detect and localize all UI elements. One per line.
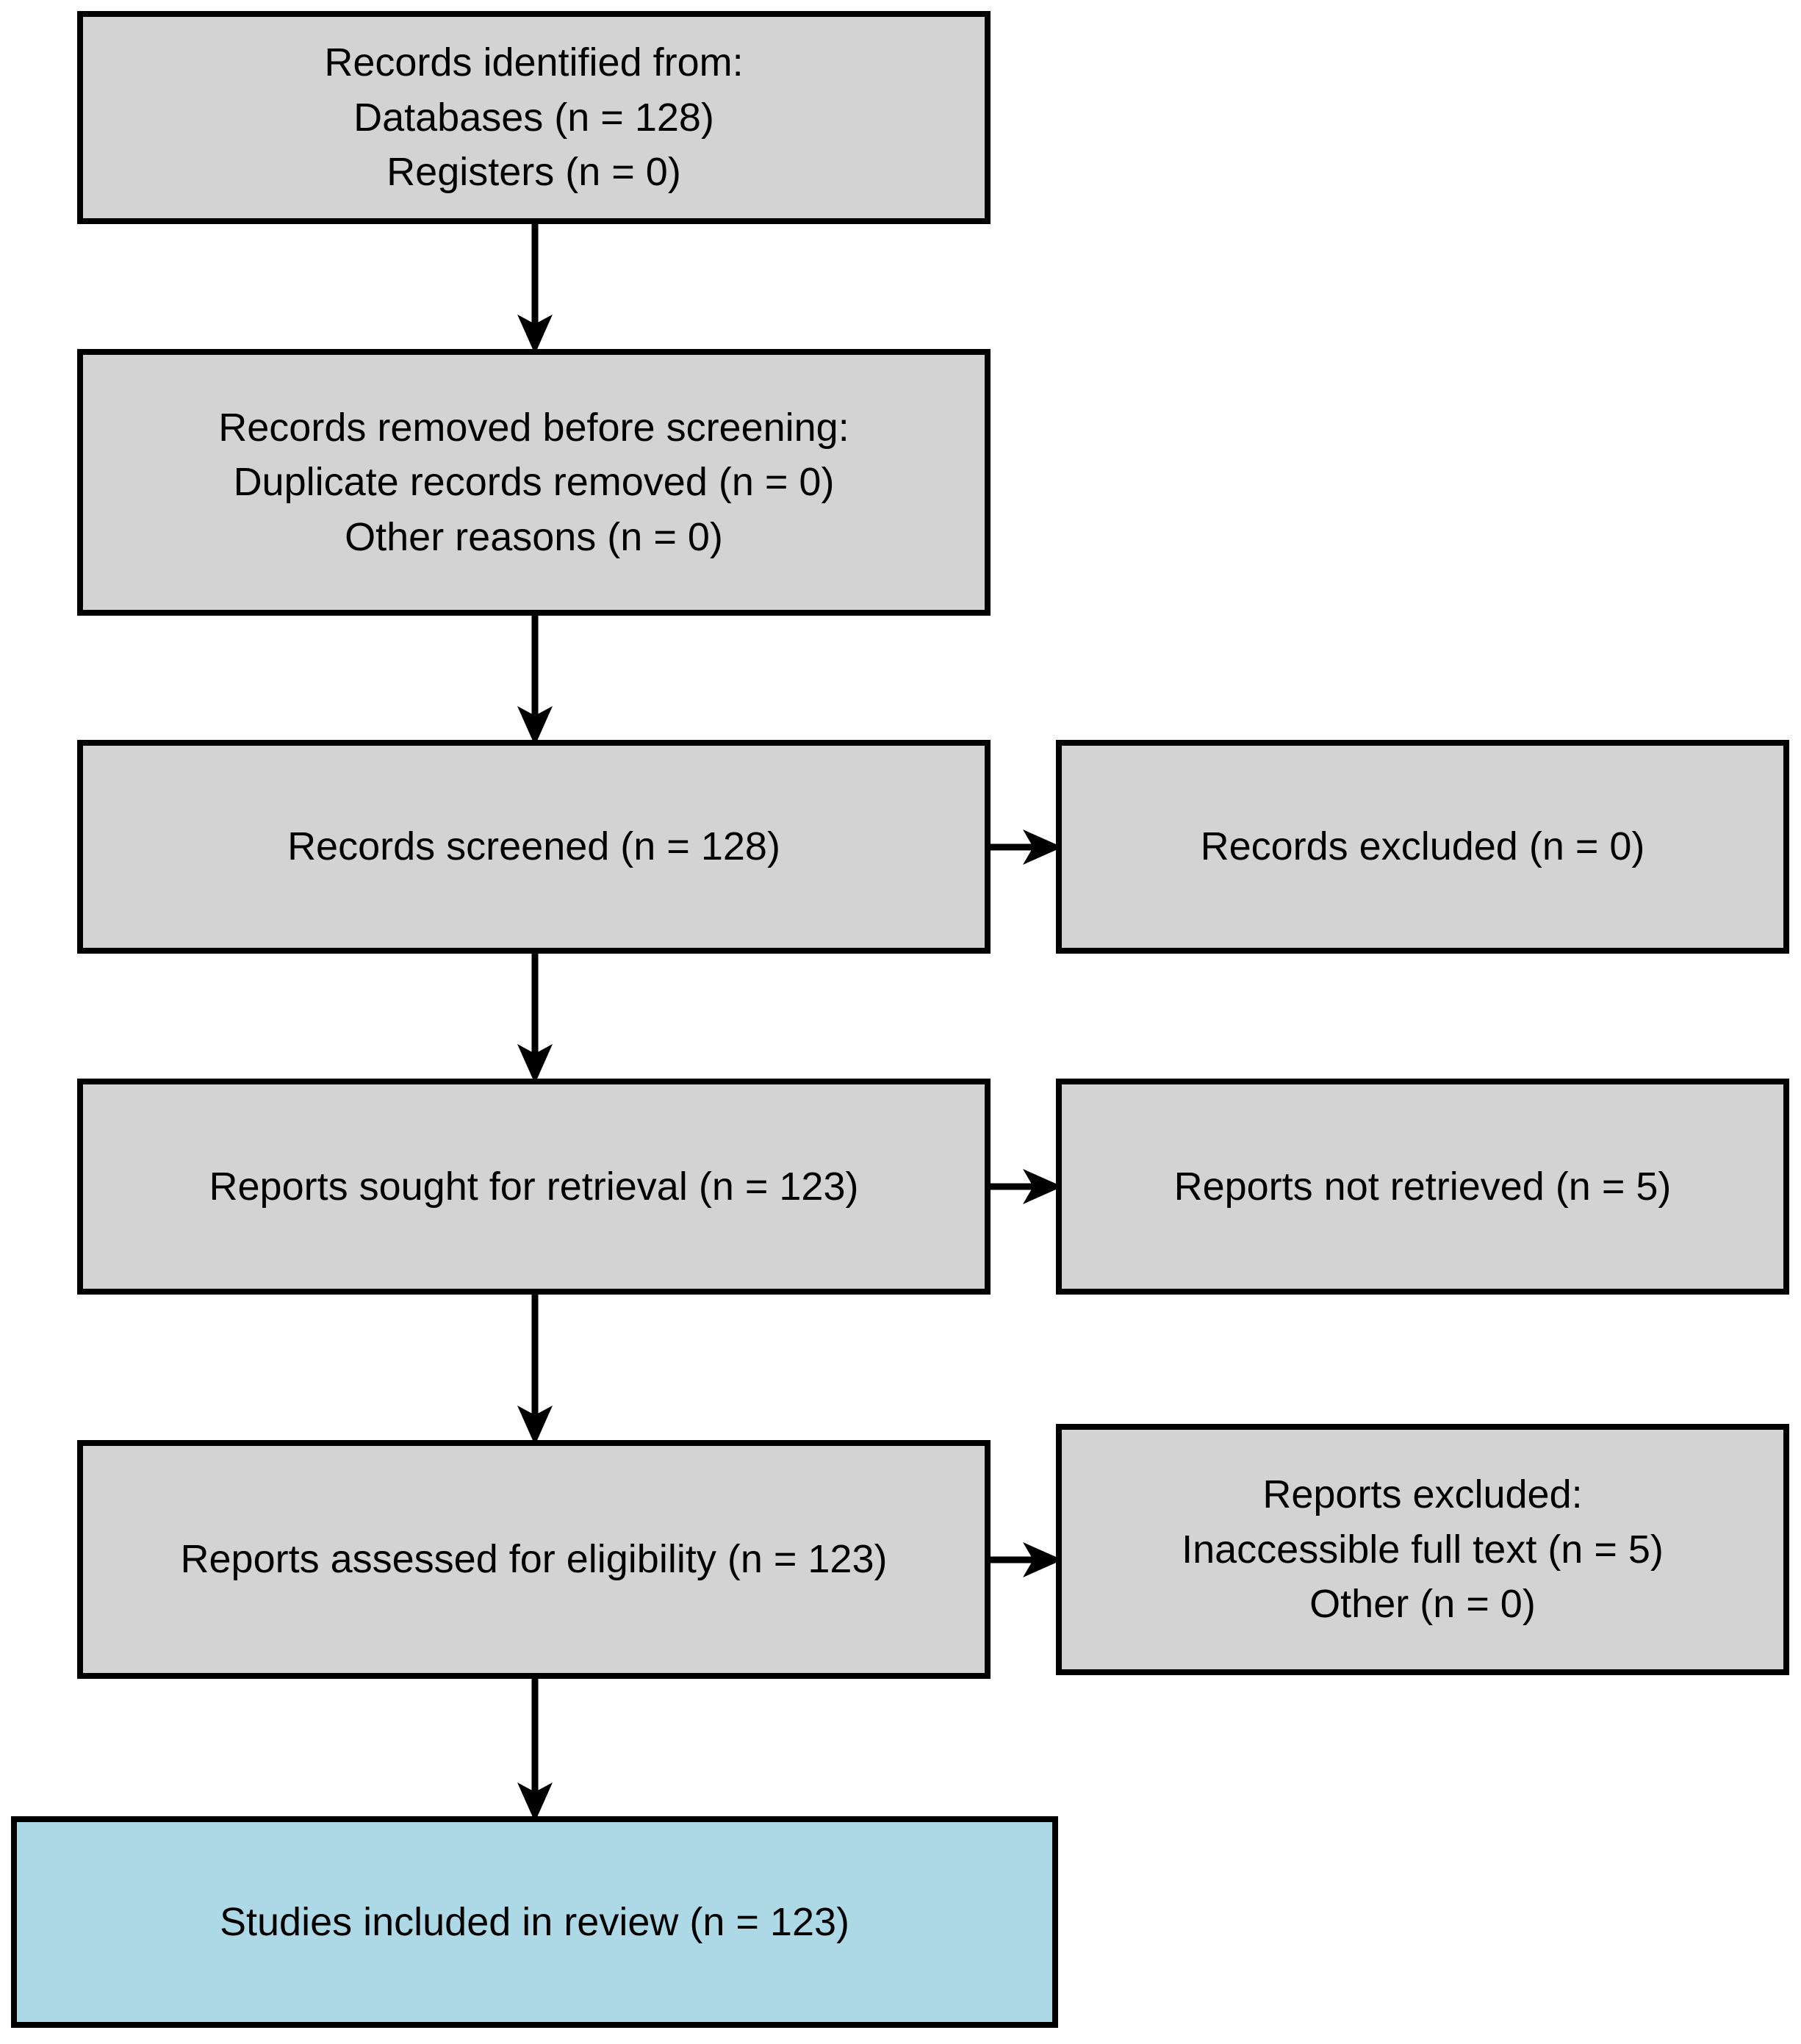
node-studies-included-line-1: Studies included in review (n = 123) [220,1899,849,1944]
node-reports-assessed-line-1: Reports assessed for eligibility (n = 12… [180,1537,888,1582]
node-records-identified: Records identified from: Databases (n = … [77,11,991,224]
node-records-identified-line-2: Databases (n = 128) [353,95,714,140]
node-records-removed-line-2: Duplicate records removed (n = 0) [233,460,835,505]
node-reports-not-retrieved: Reports not retrieved (n = 5) [1056,1079,1789,1295]
node-reports-excluded-line-3: Other (n = 0) [1309,1582,1536,1627]
node-records-removed: Records removed before screening: Duplic… [77,349,991,616]
node-records-screened-line-1: Records screened (n = 128) [287,824,780,869]
arrow-sought-to-assessed [506,1291,564,1445]
arrow-sought-to-not-retrieved [985,1157,1063,1216]
arrow-assessed-to-included [506,1675,564,1822]
arrow-assessed-to-reports-excluded [985,1530,1063,1589]
arrow-identified-to-removed [506,220,564,354]
node-records-identified-line-1: Records identified from: [324,40,744,85]
node-reports-sought: Reports sought for retrieval (n = 123) [77,1079,991,1295]
node-reports-excluded-line-1: Reports excluded: [1262,1472,1583,1517]
arrow-removed-to-screened [506,612,564,746]
node-reports-sought-line-1: Reports sought for retrieval (n = 123) [209,1164,859,1209]
node-reports-excluded: Reports excluded: Inaccessible full text… [1056,1424,1789,1675]
node-records-removed-line-1: Records removed before screening: [218,405,849,450]
node-records-excluded-line-1: Records excluded (n = 0) [1200,824,1645,869]
arrow-screened-to-sought [506,950,564,1084]
node-reports-assessed: Reports assessed for eligibility (n = 12… [77,1440,991,1679]
node-reports-excluded-line-2: Inaccessible full text (n = 5) [1182,1527,1664,1572]
node-records-excluded: Records excluded (n = 0) [1056,740,1789,954]
node-records-screened: Records screened (n = 128) [77,740,991,954]
node-reports-not-retrieved-line-1: Reports not retrieved (n = 5) [1173,1164,1672,1209]
node-records-removed-line-3: Other reasons (n = 0) [345,514,723,559]
node-records-identified-line-3: Registers (n = 0) [387,150,681,195]
arrow-screened-to-records-excluded [985,818,1063,877]
node-studies-included: Studies included in review (n = 123) [11,1816,1058,2028]
